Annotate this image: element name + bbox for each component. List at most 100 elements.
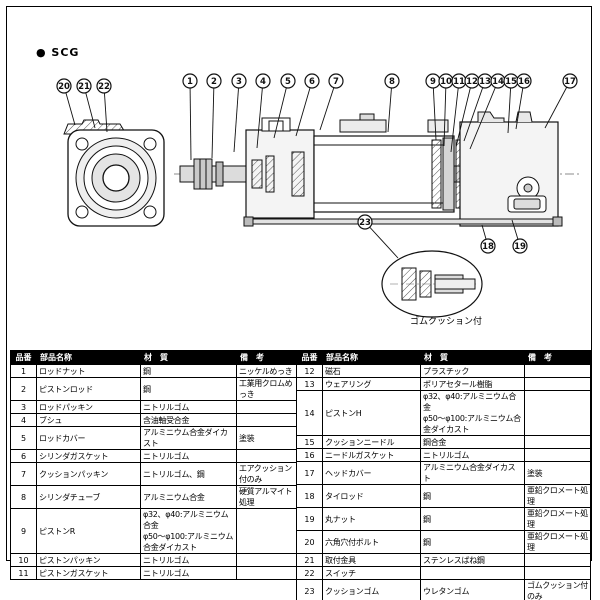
cell-material: φ32、φ40:アルミニウム合金 φ50〜φ100:アルミニウム合金ダイカスト <box>420 390 525 436</box>
callout-4: 4 <box>255 73 271 89</box>
header-remarks: 備 考 <box>236 350 297 365</box>
svg-text:20: 20 <box>58 82 70 92</box>
leader-line-14 <box>469 80 499 150</box>
svg-text:2: 2 <box>211 77 217 87</box>
leader-line-9 <box>432 80 437 141</box>
cell-no: 12 <box>296 364 323 378</box>
cell-name: クッションゴム <box>322 579 421 600</box>
svg-text:6: 6 <box>309 77 315 87</box>
cell-remark: 亜鉛クロメート処理 <box>524 484 591 508</box>
cell-material: ニトリルゴム <box>140 553 237 567</box>
leader-line-7 <box>319 80 337 131</box>
header-part-number: 品番 <box>296 350 323 365</box>
cell-name: ピストンH <box>322 390 421 436</box>
svg-text:22: 22 <box>98 82 110 92</box>
svg-text:8: 8 <box>389 77 395 87</box>
svg-text:7: 7 <box>333 77 339 87</box>
cell-no: 18 <box>296 484 323 508</box>
front-flange-view <box>63 119 165 227</box>
cell-remark: 工業用クロムめっき <box>236 377 297 401</box>
header-part-number: 品番 <box>10 350 37 365</box>
leader-line-4 <box>256 80 264 149</box>
cell-no: 4 <box>10 413 37 427</box>
callout-19: 19 <box>512 238 528 254</box>
cell-remark <box>524 364 591 378</box>
leader-line-10 <box>443 80 447 147</box>
cell-no: 22 <box>296 566 323 580</box>
cell-material: アルミニウム合金 <box>140 485 237 509</box>
leader-line-15 <box>507 80 512 134</box>
leader-line-16 <box>515 80 525 130</box>
parts-table-header-row: 品番 部品名称 材 質 備 考 <box>296 350 591 365</box>
cell-no: 5 <box>10 426 37 450</box>
cell-no: 20 <box>296 530 323 554</box>
cell-remark <box>236 566 297 580</box>
cell-remark <box>524 566 591 580</box>
leader-line-8 <box>387 80 393 133</box>
cell-no: 16 <box>296 448 323 462</box>
cell-no: 17 <box>296 461 323 485</box>
callout-15: 15 <box>503 73 519 89</box>
cell-no: 10 <box>10 553 37 567</box>
cell-no: 2 <box>10 377 37 401</box>
cell-material: ポリアセタール樹脂 <box>420 377 525 391</box>
callout-14: 14 <box>490 73 506 89</box>
leader-line-13 <box>463 80 486 142</box>
svg-text:16: 16 <box>518 77 530 87</box>
rod-nut-shape <box>193 158 213 190</box>
cell-name: タイロッド <box>322 484 421 508</box>
callout-1: 1 <box>182 73 198 89</box>
cell-no: 21 <box>296 553 323 567</box>
cell-no: 15 <box>296 435 323 449</box>
cell-name: クッションニードル <box>322 435 421 449</box>
cell-no: 19 <box>296 507 323 531</box>
cell-no: 3 <box>10 400 37 414</box>
header-part-name: 部品名称 <box>36 350 141 365</box>
cell-remark <box>236 400 297 414</box>
cell-name: 取付金具 <box>322 553 421 567</box>
callout-20: 20 <box>56 78 72 94</box>
cell-material: 鋼 <box>420 507 525 531</box>
leader-line-22 <box>103 85 108 133</box>
cell-remark <box>236 449 297 463</box>
cell-material: 含油軸受合金 <box>140 413 237 427</box>
cell-material: ニトリルゴム、鋼 <box>140 462 237 486</box>
svg-text:13: 13 <box>479 77 491 87</box>
cell-remark: 塗装 <box>236 426 297 450</box>
callout-12: 12 <box>464 73 480 89</box>
svg-text:1: 1 <box>187 77 193 87</box>
callout-18: 18 <box>480 238 496 254</box>
switch-rail-shape <box>339 119 387 133</box>
svg-text:10: 10 <box>440 77 452 87</box>
leader-line-6 <box>295 80 313 137</box>
leader-line-3 <box>233 80 240 153</box>
cell-material: ニトリルゴム <box>140 566 237 580</box>
leader-line-2 <box>211 80 215 159</box>
cell-remark <box>236 553 297 567</box>
side-section-view <box>174 111 580 227</box>
cushion-packing-shape <box>291 151 305 197</box>
leader-line-5 <box>273 80 289 139</box>
callout-2: 2 <box>206 73 222 89</box>
cell-remark: ゴムクッション付のみ <box>524 579 591 600</box>
cell-material: 鋼合金 <box>420 435 525 449</box>
cell-no: 14 <box>296 390 323 436</box>
cushion-rubber-detail-view <box>381 250 483 318</box>
switch-shape <box>359 113 375 121</box>
callout-16: 16 <box>516 73 532 89</box>
cell-name: ウェアリング <box>322 377 421 391</box>
cell-name: ピストンガスケット <box>36 566 141 580</box>
